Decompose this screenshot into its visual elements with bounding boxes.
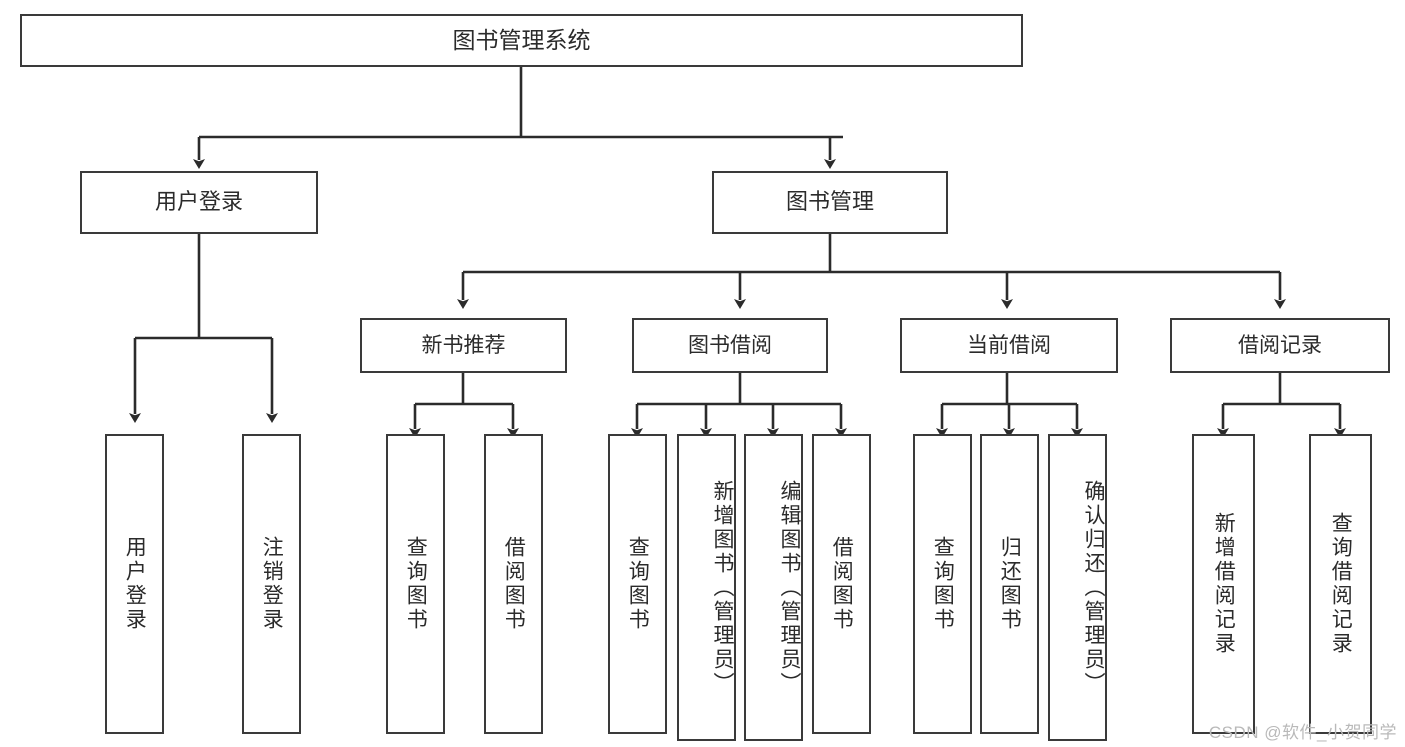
node-leaf-user-login-label: 用户登录	[123, 536, 147, 632]
node-root-label: 图书管理系统	[452, 26, 591, 53]
node-leaf-return-book[interactable]: 归还图书	[980, 434, 1039, 734]
node-leaf-confirm-return-admin[interactable]: 确认归还（管理员）	[1048, 434, 1107, 741]
node-leaf-borrow-book-1[interactable]: 借阅图书	[484, 434, 543, 734]
node-leaf-query-book-1-label: 查询图书	[404, 536, 428, 632]
node-user-login[interactable]: 用户登录	[80, 171, 318, 234]
node-leaf-add-book-admin[interactable]: 新增图书（管理员）	[677, 434, 736, 741]
node-book-management[interactable]: 图书管理	[712, 171, 948, 234]
node-leaf-query-book-3-label: 查询图书	[931, 536, 955, 632]
node-root[interactable]: 图书管理系统	[20, 14, 1023, 67]
node-book-borrow-label: 图书借阅	[688, 333, 772, 357]
csdn-watermark: CSDN @软件_小贺同学	[1208, 723, 1397, 742]
node-leaf-user-login[interactable]: 用户登录	[105, 434, 164, 734]
node-leaf-add-book-admin-label: 新增图书（管理员）	[711, 479, 734, 696]
node-leaf-logout-login-label: 注销登录	[260, 536, 284, 632]
node-borrow-record-label: 借阅记录	[1238, 333, 1322, 357]
node-book-management-label: 图书管理	[785, 189, 874, 215]
node-leaf-query-book-2[interactable]: 查询图书	[608, 434, 667, 734]
node-current-borrow-label: 当前借阅	[967, 333, 1051, 357]
node-leaf-return-book-label: 归还图书	[998, 536, 1022, 632]
node-leaf-borrow-book-1-label: 借阅图书	[502, 536, 526, 632]
node-leaf-confirm-return-admin-label: 确认归还（管理员）	[1082, 479, 1105, 696]
node-leaf-edit-book-admin-label: 编辑图书（管理员）	[778, 479, 801, 696]
node-leaf-add-borrow-record[interactable]: 新增借阅记录	[1192, 434, 1255, 734]
node-leaf-logout-login[interactable]: 注销登录	[242, 434, 301, 734]
node-leaf-edit-book-admin[interactable]: 编辑图书（管理员）	[744, 434, 803, 741]
node-borrow-record[interactable]: 借阅记录	[1170, 318, 1390, 373]
node-leaf-query-book-1[interactable]: 查询图书	[386, 434, 445, 734]
node-leaf-borrow-book-2[interactable]: 借阅图书	[812, 434, 871, 734]
node-leaf-borrow-book-2-label: 借阅图书	[830, 536, 854, 632]
node-leaf-query-book-2-label: 查询图书	[626, 536, 650, 632]
node-user-login-label: 用户登录	[154, 189, 243, 215]
node-leaf-add-borrow-record-label: 新增借阅记录	[1212, 512, 1236, 656]
node-new-book-recommend-label: 新书推荐	[421, 333, 506, 357]
node-new-book-recommend[interactable]: 新书推荐	[360, 318, 567, 373]
node-leaf-query-borrow-record-label: 查询借阅记录	[1329, 512, 1353, 656]
node-current-borrow[interactable]: 当前借阅	[900, 318, 1118, 373]
node-leaf-query-book-3[interactable]: 查询图书	[913, 434, 972, 734]
node-leaf-query-borrow-record[interactable]: 查询借阅记录	[1309, 434, 1372, 734]
node-book-borrow[interactable]: 图书借阅	[632, 318, 828, 373]
